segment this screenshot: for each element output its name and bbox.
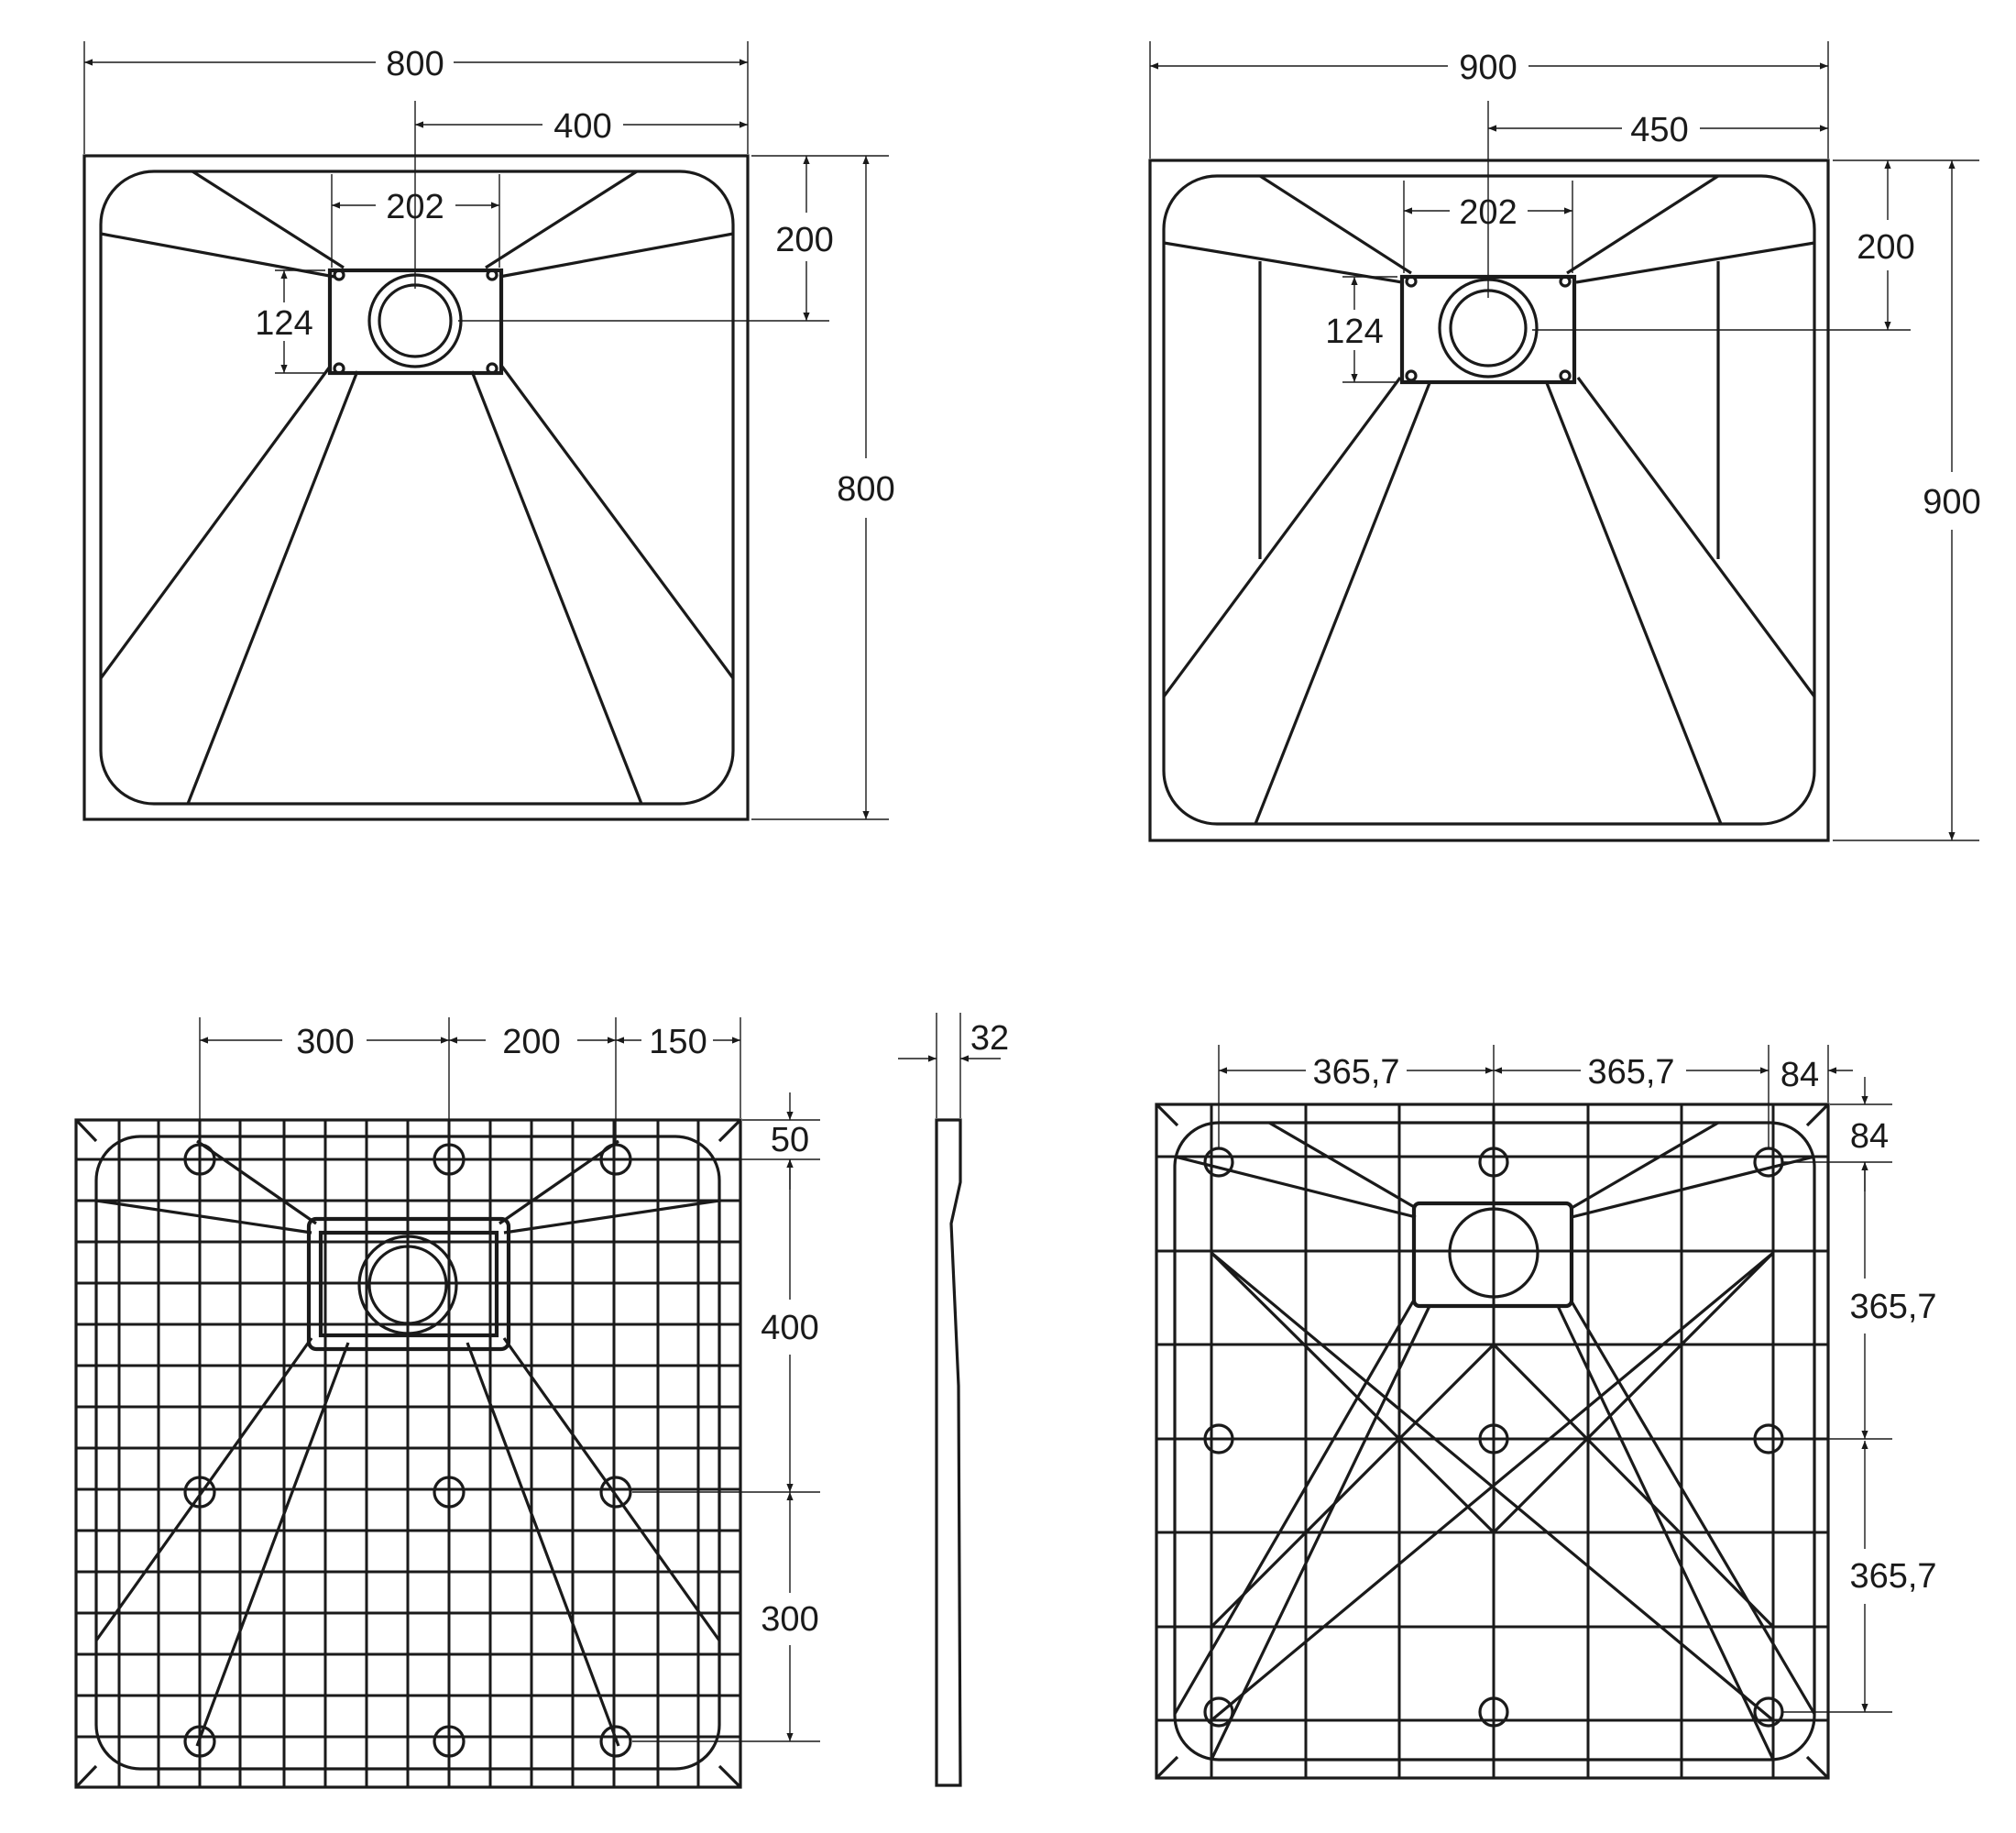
dim-width-800: 800 (386, 45, 444, 83)
dim-drain-height-124: 124 (255, 304, 312, 343)
dim-foot-spacing-150: 150 (649, 1023, 707, 1061)
dim-drain-offset-200: 200 (775, 221, 833, 259)
tray-800-bottom-view: 300 200 150 50 400 300 (74, 1017, 820, 1789)
dim-foot-spacing-300: 300 (296, 1023, 354, 1061)
dim-height-800: 800 (837, 470, 894, 509)
tray-900-bottom-view: 365,7 365,7 84 84 365,7 365,7 (1155, 1045, 1937, 1780)
dim-drain-height-124-b: 124 (1325, 313, 1383, 351)
dim-thickness-32: 32 (970, 1019, 1009, 1058)
dim-half-width-450: 450 (1630, 111, 1688, 149)
tray-900-top-view: 900 450 202 200 124 900 (1148, 41, 1981, 842)
dim-foot-spacing-365-7-b: 365,7 (1587, 1053, 1674, 1092)
dim-foot-spacing-400: 400 (761, 1309, 818, 1347)
dim-foot-spacing-365-7-d: 365,7 (1849, 1557, 1936, 1596)
dim-foot-spacing-200: 200 (502, 1023, 560, 1061)
dim-drain-width-202-b: 202 (1459, 193, 1517, 232)
dim-edge-offset-50: 50 (771, 1121, 809, 1159)
dim-foot-spacing-300-v: 300 (761, 1600, 818, 1639)
dim-width-900: 900 (1459, 49, 1517, 87)
dim-edge-offset-84-x: 84 (1780, 1056, 1819, 1094)
dim-height-900: 900 (1923, 483, 1980, 521)
side-profile-view: 32 (898, 1013, 1009, 1787)
tray-800-top-view: 800 400 202 200 124 800 (82, 41, 895, 821)
dim-edge-offset-84-y: 84 (1850, 1117, 1889, 1156)
dim-foot-spacing-365-7-a: 365,7 (1312, 1053, 1399, 1092)
dim-half-width-400: 400 (553, 107, 611, 146)
dim-drain-offset-200-b: 200 (1857, 228, 1914, 267)
dim-drain-width-202: 202 (386, 188, 444, 226)
dim-foot-spacing-365-7-c: 365,7 (1849, 1288, 1936, 1326)
